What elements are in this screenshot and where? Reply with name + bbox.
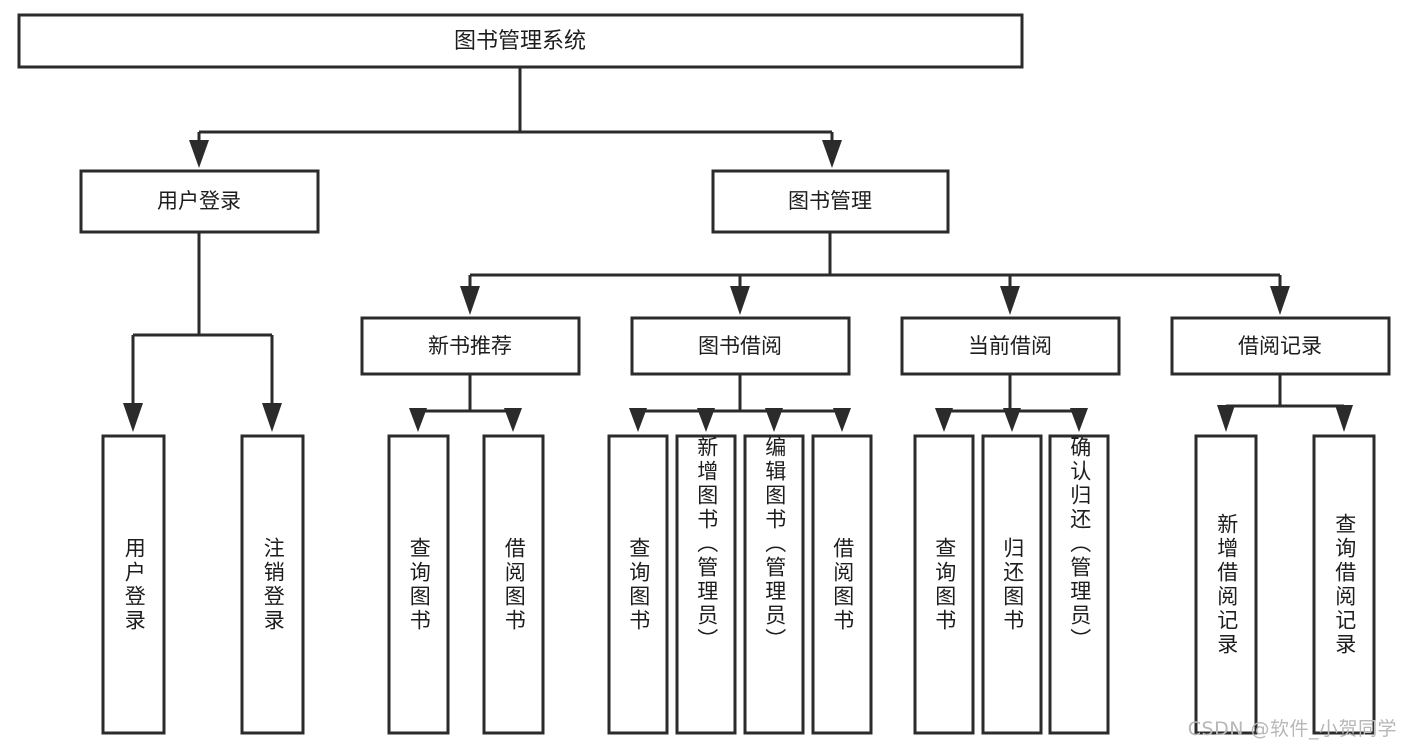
connector-root-to-level2 (189, 67, 842, 168)
arrow-head-icon (765, 408, 783, 432)
leaf-box-user-login[interactable] (101, 434, 166, 735)
leaf-box-add-record[interactable] (1194, 434, 1258, 735)
arrow-head-icon (1270, 286, 1290, 315)
arrow-head-icon (123, 403, 143, 432)
arrow-head-icon (935, 408, 953, 432)
watermark-text: CSDN @软件_小贺同学 (1187, 718, 1397, 740)
node-new-book-recommend[interactable]: 新书推荐 (360, 316, 581, 376)
arrow-head-icon (262, 403, 282, 432)
arrow-head-icon (1070, 408, 1088, 432)
node-book-manage[interactable]: 图书管理 (711, 169, 950, 234)
leaf-box-borrow-book-1[interactable] (482, 434, 545, 735)
leaf-box-query-record[interactable] (1312, 434, 1376, 735)
arrow-head-icon (629, 408, 647, 432)
arrow-head-icon (833, 408, 851, 432)
node-borrow-record[interactable]: 借阅记录 (1170, 316, 1391, 376)
node-book-borrow-label: 图书借阅 (698, 334, 782, 358)
arrow-head-icon (504, 408, 522, 432)
connector-user-login-to-leaves (123, 232, 282, 432)
leaf-box-query-book-2[interactable] (607, 434, 669, 735)
leaf-box-borrow-book-2[interactable] (811, 434, 873, 735)
node-current-borrow-box (900, 316, 1121, 376)
arrow-head-icon (1003, 408, 1021, 432)
node-user-login-label: 用户登录 (157, 189, 241, 213)
arrow-head-icon (189, 140, 209, 168)
arrow-head-icon (1217, 405, 1235, 432)
arrow-head-icon (460, 286, 480, 315)
arrow-head-icon (697, 408, 715, 432)
node-current-borrow-label: 当前借阅 (968, 334, 1052, 358)
node-current-borrow[interactable]: 当前借阅 (900, 316, 1121, 376)
leaf-box-query-book-3[interactable] (913, 434, 975, 735)
node-user-login-box (79, 169, 320, 234)
leaf-boxes (101, 434, 1376, 735)
connector-new-book-recommend-to-leaves (409, 374, 522, 432)
node-book-manage-label: 图书管理 (788, 189, 872, 213)
arrow-head-icon (730, 286, 750, 315)
node-borrow-record-label: 借阅记录 (1238, 334, 1322, 358)
connector-book-borrow-to-leaves (629, 374, 851, 432)
leaf-box-add-book[interactable] (675, 434, 737, 735)
node-root-label: 图书管理系统 (454, 29, 586, 54)
node-book-borrow[interactable]: 图书借阅 (630, 316, 851, 376)
node-new-book-recommend-box (360, 316, 581, 376)
arrow-head-icon (409, 408, 427, 432)
connector-borrow-record-to-leaves (1217, 374, 1353, 432)
connector-book-manage-to-level3 (460, 232, 1290, 315)
leaf-box-query-book-1[interactable] (387, 434, 450, 735)
leaf-box-confirm-return[interactable] (1048, 434, 1110, 735)
connector-current-borrow-to-leaves (935, 374, 1088, 432)
arrow-head-icon (1335, 405, 1353, 432)
node-user-login[interactable]: 用户登录 (79, 169, 320, 234)
leaf-box-logout-login[interactable] (240, 434, 305, 735)
leaf-box-edit-book[interactable] (743, 434, 805, 735)
node-root[interactable]: 图书管理系统 (17, 13, 1024, 69)
arrow-head-icon (822, 140, 842, 168)
arrow-head-icon (1000, 286, 1020, 315)
node-root-box (17, 13, 1024, 69)
leaf-box-return-book[interactable] (981, 434, 1043, 735)
node-new-book-recommend-label: 新书推荐 (428, 334, 512, 358)
